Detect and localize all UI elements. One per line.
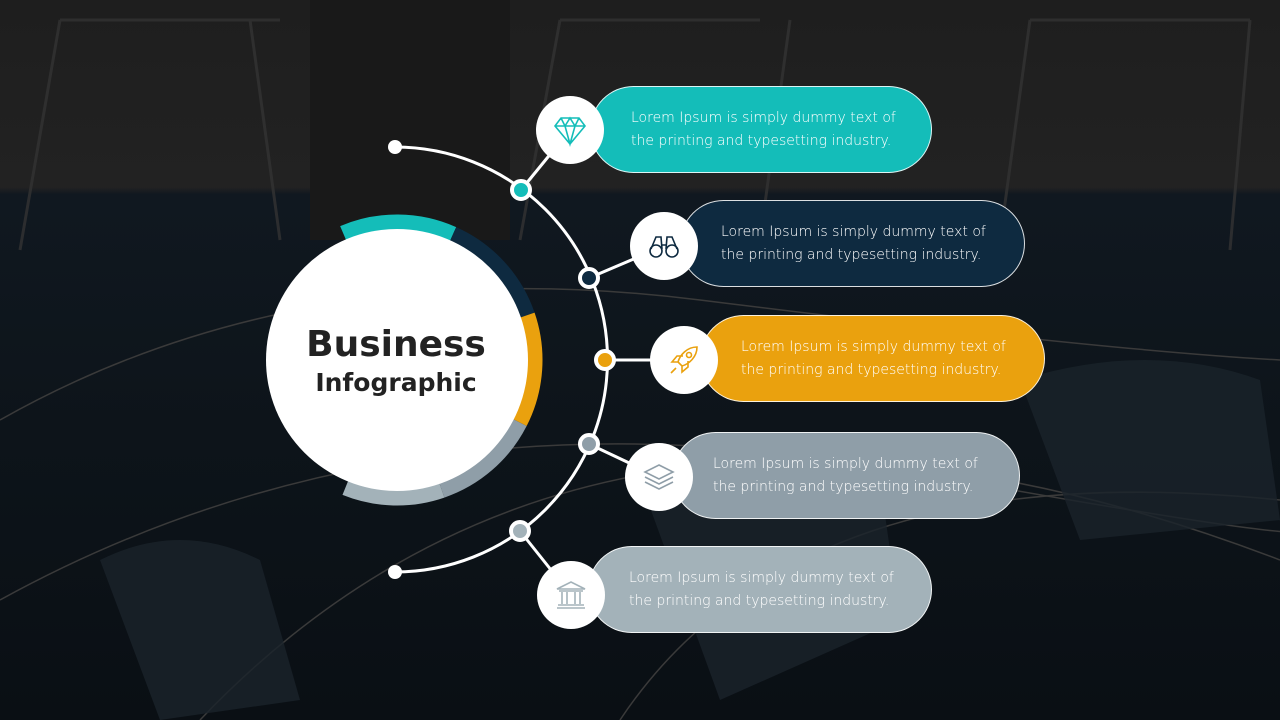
diamond-icon	[536, 96, 604, 164]
card-text: Lorem Ipsum is simply dummy text of the …	[713, 455, 978, 495]
ring-segment-3	[513, 312, 543, 427]
arc-endpoint	[388, 140, 402, 154]
binoculars-icon	[630, 212, 698, 280]
ring-segment-5	[342, 480, 445, 506]
card-text: Lorem Ipsum is simply dummy text of the …	[721, 223, 986, 263]
info-card-4: Lorem Ipsum is simply dummy text of the …	[672, 432, 1020, 519]
ring-segment-4	[439, 419, 527, 498]
node-dot-3	[594, 349, 616, 371]
ring-segment-1	[340, 214, 457, 241]
node-dot-1	[510, 179, 532, 201]
info-card-1: Lorem Ipsum is simply dummy text of the …	[590, 86, 932, 173]
node-dot-5	[509, 520, 531, 542]
info-card-5: Lorem Ipsum is simply dummy text of the …	[588, 546, 932, 633]
bank-icon	[537, 561, 605, 629]
center-ring	[340, 214, 543, 506]
layers-icon	[625, 443, 693, 511]
arc-endpoint	[388, 565, 402, 579]
rocket-icon	[650, 326, 718, 394]
info-card-3: Lorem Ipsum is simply dummy text of the …	[700, 315, 1045, 402]
card-text: Lorem Ipsum is simply dummy text of the …	[741, 338, 1006, 378]
title-line1: Business	[306, 324, 486, 365]
node-dot-4	[578, 433, 600, 455]
card-text: Lorem Ipsum is simply dummy text of the …	[631, 109, 896, 149]
ring-segment-2	[449, 227, 535, 318]
info-card-2: Lorem Ipsum is simply dummy text of the …	[680, 200, 1025, 287]
node-dot-2	[578, 267, 600, 289]
title-line2: Infographic	[315, 368, 477, 397]
card-text: Lorem Ipsum is simply dummy text of the …	[629, 569, 894, 609]
center-circle	[266, 229, 528, 491]
